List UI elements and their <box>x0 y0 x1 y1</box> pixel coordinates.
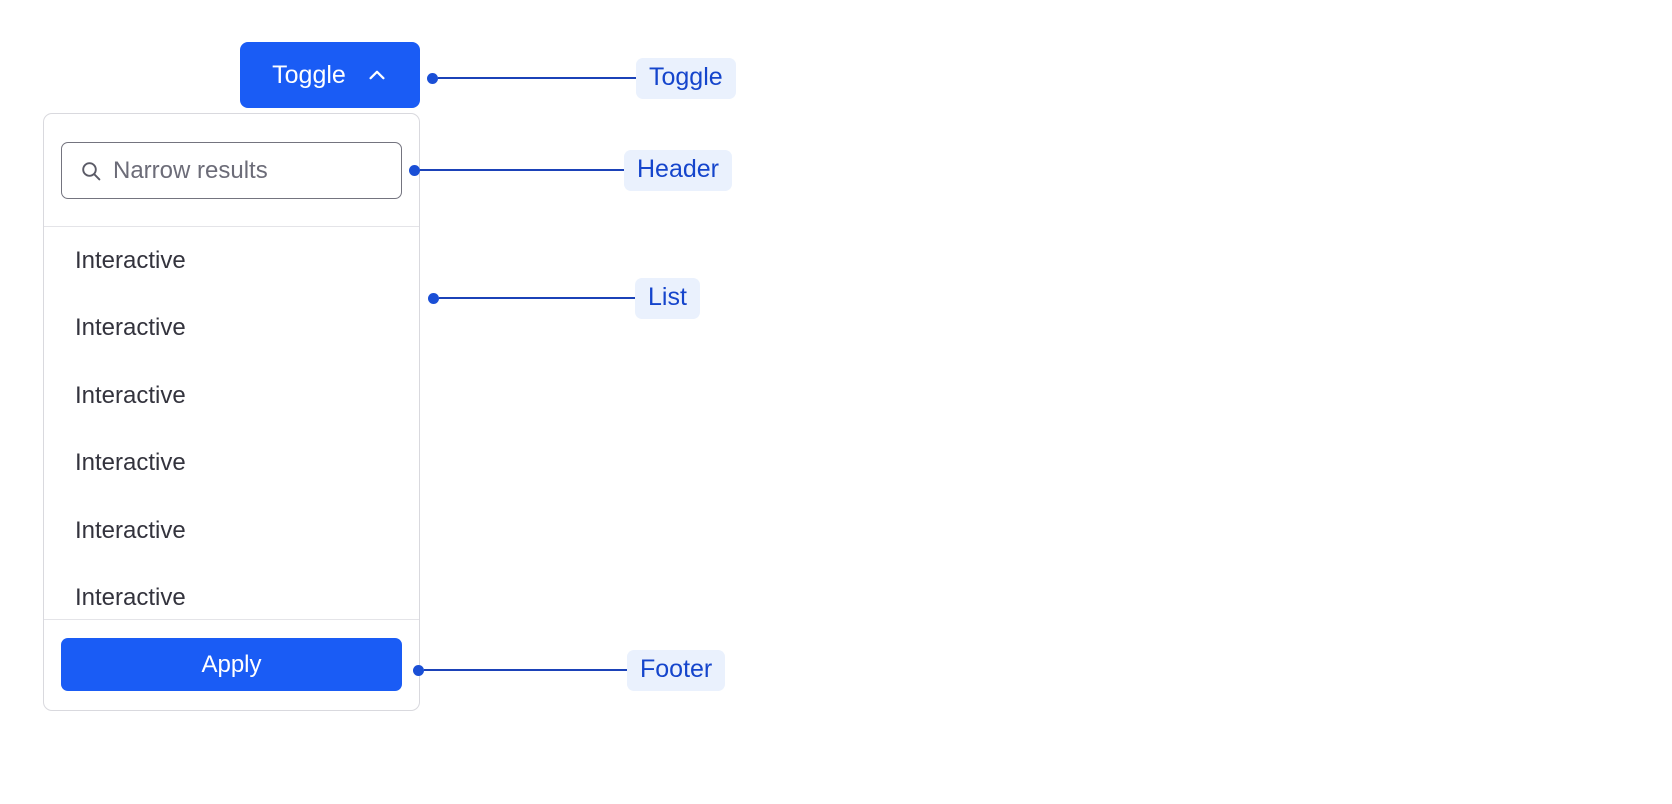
dropdown-header <box>44 114 419 227</box>
apply-button[interactable]: Apply <box>61 638 402 691</box>
annotation-label: Header <box>624 149 732 191</box>
dropdown-panel: Interactive Interactive Interactive Inte… <box>43 113 420 711</box>
list-item[interactable]: Interactive <box>75 516 186 544</box>
annotation-line <box>439 297 635 299</box>
annotation-label: List <box>635 277 700 319</box>
toggle-button[interactable]: Toggle <box>240 42 420 108</box>
annotation-label: Footer <box>627 649 726 691</box>
list-item[interactable]: Interactive <box>75 381 186 409</box>
search-input[interactable] <box>113 143 401 198</box>
annotation-dot <box>409 164 420 176</box>
annotation-line <box>424 669 627 671</box>
toggle-button-label: Toggle <box>272 60 346 89</box>
annotation-line <box>438 77 636 79</box>
annotation-line <box>420 169 624 171</box>
dropdown-list: Interactive Interactive Interactive Inte… <box>44 227 419 619</box>
annotation-label: Toggle <box>636 57 736 99</box>
list-item[interactable]: Interactive <box>75 584 186 612</box>
list-item[interactable]: Interactive <box>75 246 186 274</box>
list-item[interactable]: Interactive <box>75 314 186 342</box>
dropdown-footer: Apply <box>44 619 419 710</box>
chevron-up-icon <box>369 70 385 80</box>
list-item[interactable]: Interactive <box>75 449 186 477</box>
annotation-dot <box>413 664 424 676</box>
search-field[interactable] <box>61 142 402 199</box>
search-icon <box>82 161 101 180</box>
annotation-dot <box>428 292 439 304</box>
annotation-dot <box>427 72 438 84</box>
